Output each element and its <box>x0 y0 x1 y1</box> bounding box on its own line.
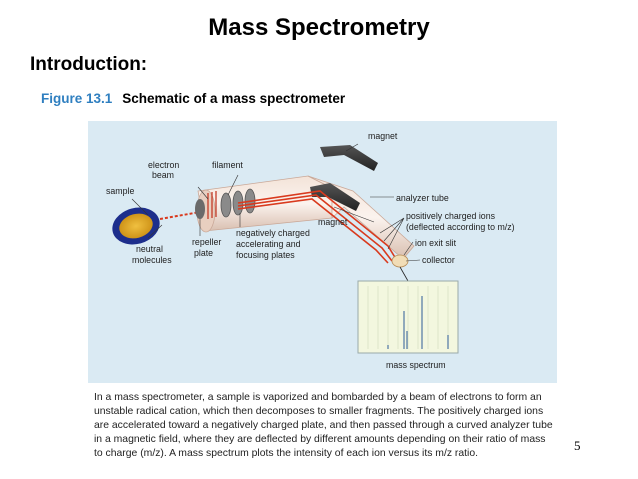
label-negative-plates-line3: focusing plates <box>236 250 295 260</box>
label-positive-ions-line1: positively charged ions <box>406 211 496 221</box>
mass-spectrometer-figure: magnet electron beam filament sample ana… <box>88 121 557 383</box>
page-number: 5 <box>574 438 581 453</box>
label-mass-spectrum: mass spectrum <box>386 360 446 370</box>
slide-title: Mass Spectrometry <box>208 14 430 41</box>
description-line: In a mass spectrometer, a sample is vapo… <box>94 392 542 403</box>
source-tube <box>196 175 333 233</box>
label-collector: collector <box>422 255 455 265</box>
figure-caption-text: Schematic of a mass spectrometer <box>122 91 346 106</box>
label-ion-exit-slit: ion exit slit <box>415 238 457 248</box>
label-electron-beam-line1: electron <box>148 160 179 170</box>
sample-holder <box>112 207 160 245</box>
description-line: to charge (m/z). A mass spectrum plots t… <box>94 448 479 460</box>
label-magnet-top: magnet <box>368 131 398 141</box>
label-negative-plates-line1: negatively charged <box>236 228 310 238</box>
neutral-molecule-stream <box>159 211 201 220</box>
description-text: In a mass spectrometer, a sample is vapo… <box>94 391 554 461</box>
label-repeller-plate-line1: repeller <box>192 237 221 247</box>
label-analyzer-tube: analyzer tube <box>396 193 449 203</box>
repeller-plate <box>195 199 205 219</box>
description-line: are accelerated toward a negatively char… <box>94 420 553 432</box>
label-electron-beam-line2: beam <box>152 170 174 180</box>
description-line: in a magnetic field, where they are defl… <box>94 434 546 446</box>
description-line: unstable radical cation, which then deco… <box>94 406 544 418</box>
magnet-bottom-shape <box>310 183 360 211</box>
figure-number: Figure 13.1 <box>41 91 113 106</box>
label-negative-plates-line2: accelerating and <box>236 239 301 249</box>
magnet-top-shape <box>320 145 378 171</box>
label-magnet-bottom: magnet <box>318 217 348 227</box>
mass-spectrometer-schematic: magnet electron beam filament sample ana… <box>106 131 515 370</box>
label-repeller-plate-line2: plate <box>194 248 213 258</box>
collector <box>391 254 409 282</box>
label-sample: sample <box>106 186 134 196</box>
ion-beams <box>237 190 397 264</box>
label-neutral-molecules-line1: neutral <box>136 244 163 254</box>
figure-description: In a mass spectrometer, a sample is vapo… <box>88 383 557 463</box>
section-heading: Introduction: <box>30 54 148 75</box>
label-neutral-molecules-line2: molecules <box>132 255 172 265</box>
label-positive-ions-line2: (deflected according to m/z) <box>406 222 515 232</box>
figure-caption: Figure 13.1 Schematic of a mass spectrome… <box>41 91 345 106</box>
label-filament: filament <box>212 160 243 170</box>
filament <box>207 191 217 219</box>
leader-lines <box>131 143 421 262</box>
mass-spectrum-inset <box>357 280 459 354</box>
